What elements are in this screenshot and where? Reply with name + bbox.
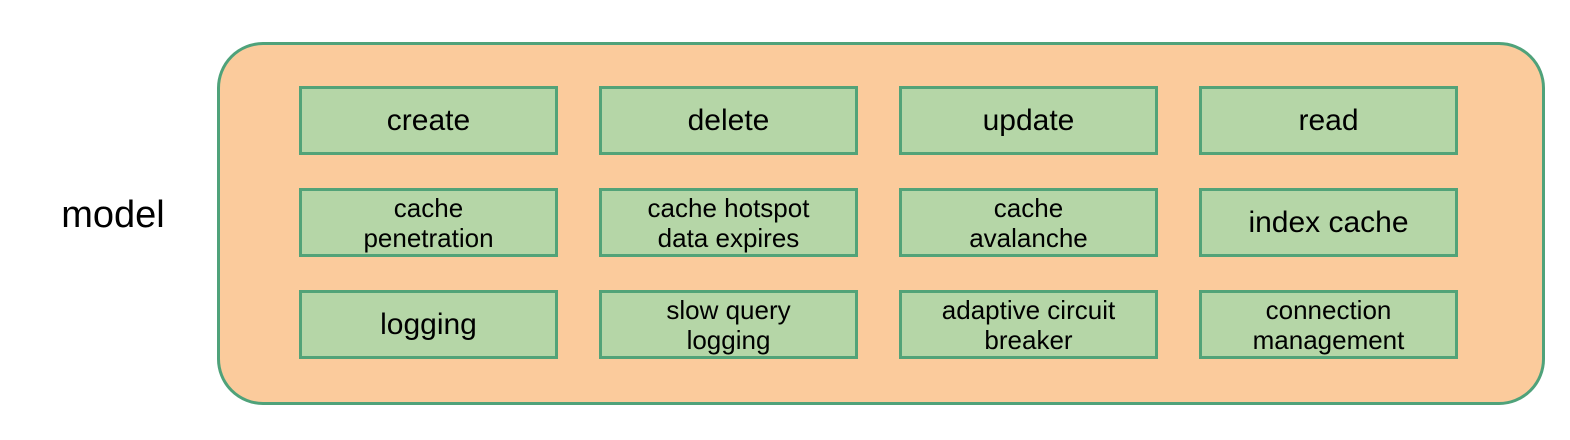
grid-cell-label: create (386, 103, 471, 137)
grid-cell-delete[interactable]: delete (599, 86, 858, 155)
grid-cell-index-cache[interactable]: index cache (1199, 188, 1458, 257)
grid-cell-label: adaptive circuit breaker (941, 294, 1116, 355)
grid-cell-adaptive-circuit-breaker[interactable]: adaptive circuit breaker (899, 290, 1158, 359)
grid-cell-label: connection management (1252, 294, 1405, 355)
grid-cell-cache-avalanche[interactable]: cache avalanche (899, 188, 1158, 257)
grid-cell-label: cache hotspot data expires (647, 192, 810, 253)
grid-cell-cache-hotspot-data-expires[interactable]: cache hotspot data expires (599, 188, 858, 257)
group-title-model: model (61, 194, 165, 236)
grid-cell-label: delete (687, 103, 770, 137)
grid-cell-label: read (1298, 103, 1359, 137)
grid-cell-logging[interactable]: logging (299, 290, 558, 359)
grid-cell-label: cache penetration (363, 192, 494, 253)
grid-cell-cache-penetration[interactable]: cache penetration (299, 188, 558, 257)
grid-cell-label: cache avalanche (969, 192, 1088, 253)
grid-cell-read[interactable]: read (1199, 86, 1458, 155)
grid-cell-label: index cache (1248, 205, 1409, 239)
grid-cell-label: update (982, 103, 1075, 137)
grid-cell-connection-management[interactable]: connection management (1199, 290, 1458, 359)
grid-cell-label: slow query logging (666, 294, 791, 355)
grid-cell-slow-query-logging[interactable]: slow query logging (599, 290, 858, 359)
grid-cell-label: logging (380, 307, 477, 341)
grid-cell-update[interactable]: update (899, 86, 1158, 155)
model-capability-grid: create delete update read cache penetrat… (299, 86, 1458, 359)
grid-cell-create[interactable]: create (299, 86, 558, 155)
